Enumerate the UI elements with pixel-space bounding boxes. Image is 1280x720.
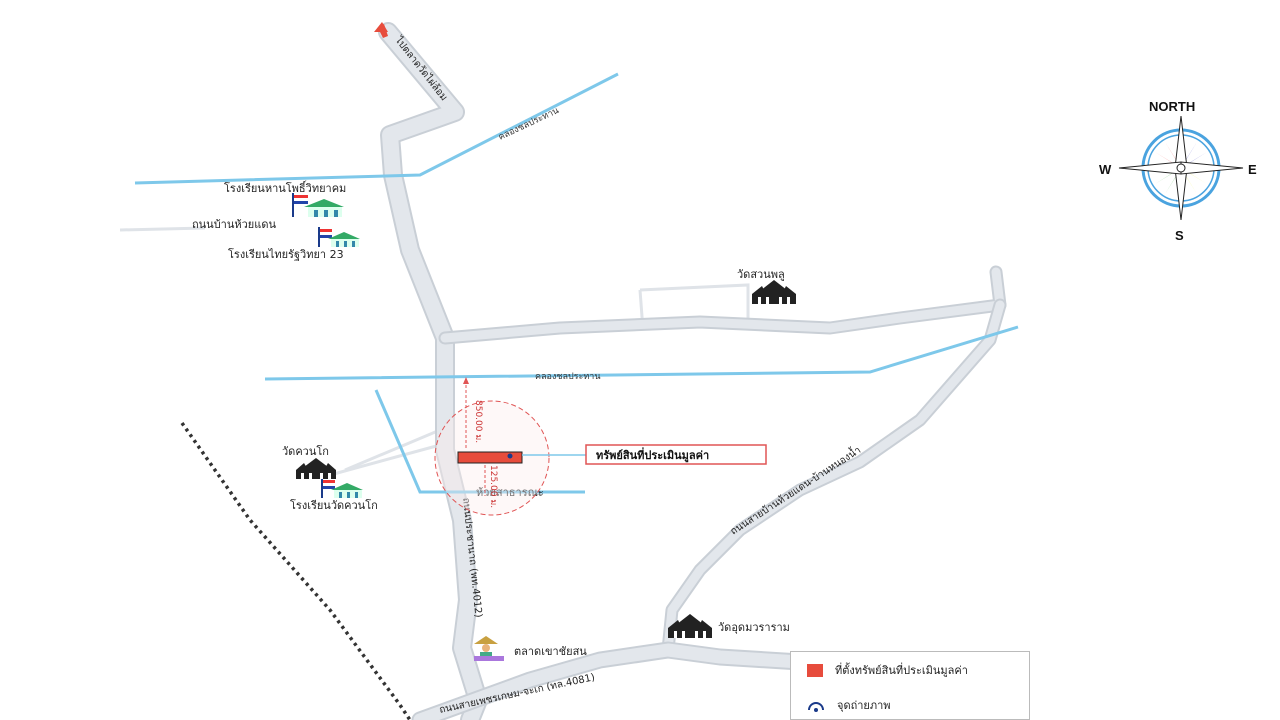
label-temple-udom: วัดอุดมวราราม	[718, 621, 790, 634]
temple-icon	[668, 614, 712, 638]
photo-point-icon	[808, 702, 824, 712]
label-dist-north: 850.00 ม.	[473, 400, 483, 443]
label-top-arrow-road: ไปตลาดวัดไผ่ล้อม	[392, 34, 450, 104]
railway	[180, 421, 412, 720]
temple-icon	[752, 280, 796, 304]
canal-stream	[374, 389, 585, 494]
compass-north-label: NORTH	[1149, 99, 1195, 114]
label-school-2: โรงเรียนไทยรัฐวิทยา 23	[228, 247, 344, 261]
property-swatch-icon	[807, 663, 823, 677]
market-icon	[474, 636, 504, 661]
compass-south-label: S	[1175, 228, 1184, 243]
callout-label: ทรัพย์สินที่ประเมินมูลค่า	[596, 447, 709, 463]
legend-item-property: ที่ตั้งทรัพย์สินที่ประเมินมูลค่า	[807, 661, 968, 679]
label-canal-top: คลองชลประทาน	[497, 106, 561, 143]
legend-label-photo: จุดถ่ายภาพ	[837, 699, 891, 712]
legend-item-photo: จุดถ่ายภาพ	[807, 696, 891, 714]
callout-box	[585, 444, 767, 465]
label-road-left: ถนนบ้านห้วยแดน	[192, 218, 276, 231]
main-roads	[378, 22, 1007, 720]
label-temple-suanphlu: วัดสวนพลู	[737, 268, 785, 281]
school-icon	[292, 193, 344, 217]
compass-east-label: E	[1248, 162, 1257, 177]
legend-label-property: ที่ตั้งทรัพย์สินที่ประเมินมูลค่า	[835, 664, 968, 677]
label-temple-khuanko: วัดควนโก	[282, 444, 329, 458]
label-dist-south: 125.00 ม.	[488, 465, 498, 508]
label-school-1: โรงเรียนหานโพธิ์วิทยาคม	[224, 180, 346, 195]
school-icon	[321, 478, 363, 498]
legend: ที่ตั้งทรัพย์สินที่ประเมินมูลค่า จุดถ่าย…	[790, 651, 1030, 720]
canals	[134, 72, 1019, 494]
compass-rose	[1118, 115, 1244, 221]
label-market: ตลาดเขาชัยสน	[514, 645, 587, 658]
compass-west-label: W	[1099, 162, 1112, 177]
minor-roads	[119, 226, 750, 477]
property-marker[interactable]	[457, 451, 523, 464]
label-canal-middle: คลองชลประทาน	[535, 372, 600, 382]
school-icon	[318, 227, 360, 247]
north-road-arrow-icon	[374, 22, 388, 38]
canal-top	[134, 72, 619, 185]
label-school-khuanko: โรงเรียนวัดควนโก	[290, 498, 378, 512]
label-public-stream: ห้วยสาธารณะ	[476, 486, 544, 499]
temple-icon	[296, 458, 336, 479]
photo-point-icon[interactable]	[507, 453, 513, 459]
canal-middle	[264, 325, 1019, 381]
